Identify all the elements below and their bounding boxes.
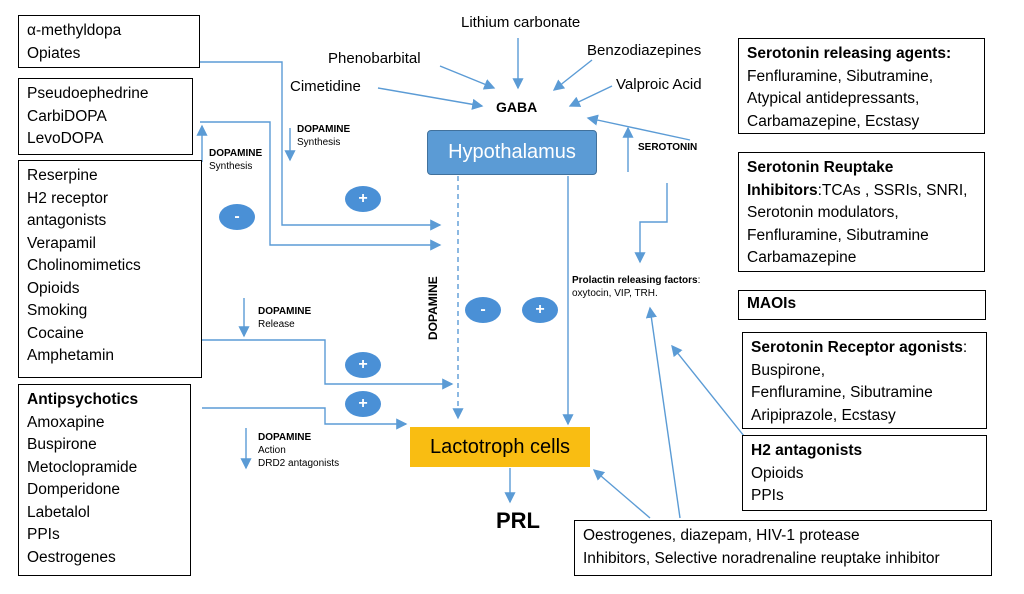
hypothalamus-label: Hypothalamus	[448, 141, 576, 163]
arrow-benzodiazepines-gaba	[552, 59, 593, 91]
arrow-agonists-prf	[671, 344, 753, 447]
arrow-box2	[200, 121, 442, 251]
dopamine-synthesis-note-b: DOPAMINE Synthesis	[297, 124, 351, 148]
arrow-cimetidine-gaba	[377, 87, 484, 110]
box-serotonin-releasing: Serotonin releasing agents: Fenfluramine…	[738, 38, 985, 134]
box-serotonin-reuptake: Serotonin Reuptake Inhibitors:TCAs , SSR…	[738, 152, 985, 272]
box-oestrogenes-bottom: Oestrogenes, diazepam, HIV-1 protease In…	[574, 520, 992, 576]
dopamine-synthesis-note-a: DOPAMINE Synthesis	[209, 148, 263, 172]
phenobarbital-label: Phenobarbital	[328, 50, 421, 67]
benzodiazepines-label: Benzodiazepines	[587, 42, 702, 59]
dopamine-action-note: DOPAMINE Action DRD2 antagonists	[258, 432, 340, 469]
arrow-box1	[200, 61, 442, 231]
plus-sign-2: +	[522, 297, 558, 323]
valproic-acid-label: Valproic Acid	[616, 76, 702, 93]
plus-sign-1: +	[345, 186, 381, 212]
arrow-phenobarbital-gaba	[439, 65, 496, 90]
box-maois: MAOIs	[738, 290, 986, 320]
box-dopa-precursors: Pseudoephedrine CarbiDOPA LevoDOPA	[18, 78, 193, 155]
box-antipsychotics: Antipsychotics Amoxapine Buspirone Metoc…	[18, 384, 191, 576]
cimetidine-label: Cimetidine	[290, 78, 361, 95]
minus-sign-1: -	[219, 204, 255, 230]
hypothalamus-node: Hypothalamus	[427, 130, 597, 175]
dopamine-vertical-label: DOPAMINE	[426, 276, 440, 340]
plus-sign-3: +	[345, 352, 381, 378]
arrow-serotonin-gaba	[586, 114, 691, 141]
serotonin-label: SEROTONIN	[638, 142, 698, 153]
arrow-bottom-lactotroph	[592, 469, 651, 519]
box-serotonin-agonists: Serotonin Receptor agonists: Buspirone, …	[742, 332, 987, 429]
prolactin-releasing-factors: Prolactin releasing factors: oxytocin, V…	[572, 275, 701, 299]
box-methyldopa-opiates: α-methyldopa Opiates	[18, 15, 200, 68]
arrow-box3	[202, 339, 454, 390]
arrow-box4	[202, 407, 408, 430]
plus-sign-4: +	[345, 391, 381, 417]
lithium-label: Lithium carbonate	[461, 14, 581, 31]
arrow-valproic-gaba	[568, 85, 613, 107]
arrow-serotonin-prf	[634, 183, 668, 264]
gaba-label: GABA	[496, 99, 538, 115]
lactotroph-node: Lactotroph cells	[410, 427, 590, 467]
lactotroph-label: Lactotroph cells	[429, 435, 571, 458]
prl-label: PRL	[496, 508, 540, 533]
box-dopamine-depleters: Reserpine H2 receptor antagonists Verapa…	[18, 160, 202, 378]
box-h2-antagonists: H2 antagonists Opioids PPIs	[742, 435, 987, 511]
minus-sign-2: -	[465, 297, 501, 323]
dopamine-release-note: DOPAMINE Release	[258, 306, 312, 330]
arrow-bottom-prf	[645, 306, 681, 519]
